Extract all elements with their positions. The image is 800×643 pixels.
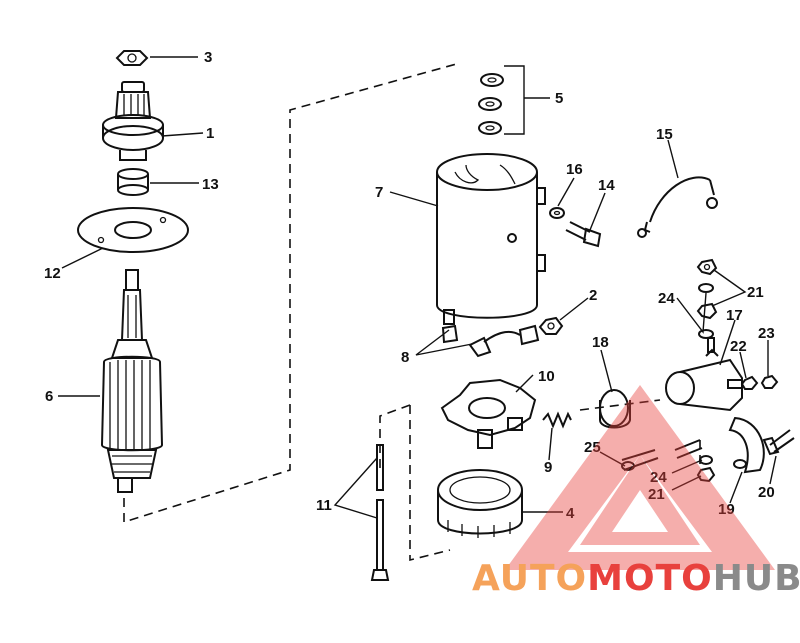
part-brushes-8 [441,324,540,358]
part-nut-21-mid [696,302,718,320]
part-nut-22 [740,375,759,390]
callout-13: 13 [202,176,219,193]
part-drive-pinion-1 [102,81,164,161]
part-bracket-19 [728,416,765,474]
callout-21-low: 21 [648,486,665,503]
callout-15: 15 [656,126,673,143]
callout-10: 10 [538,368,555,385]
part-nut-2 [538,316,564,335]
callout-16: 16 [566,161,583,178]
callout-23: 23 [758,325,775,342]
watermark-wordmark: AUTOMOTOHUB [472,558,800,599]
part-nut-21-top [696,258,718,276]
callout-8: 8 [401,349,409,366]
svg-text:AUTOMOTOHUB: AUTOMOTOHUB [472,558,800,599]
callout-21-top: 21 [747,284,764,301]
part-bushing-13 [117,168,149,196]
part-boot-18 [599,389,631,429]
part-bolt-20 [762,429,795,456]
part-washer-plate-12 [77,207,189,253]
watermark-auto: AUTO [472,558,587,599]
callout-5: 5 [555,90,563,107]
callout-20: 20 [758,484,775,501]
callout-4: 4 [566,505,575,522]
callout-17: 17 [726,307,743,324]
part-terminal-25 [621,439,703,471]
callout-11: 11 [316,497,332,514]
part-washer-24-top [698,283,714,293]
callout-25: 25 [584,439,601,456]
part-washers-5 [478,65,550,135]
part-end-cap-4 [437,469,523,538]
callout-7: 7 [375,184,383,201]
assembly-guide-lines [123,62,701,562]
callout-3: 3 [204,49,212,66]
part-washer-24-mid [698,329,714,339]
callout-labels: 1 3 13 12 6 5 7 16 14 15 2 8 10 9 4 11 1… [44,49,775,522]
part-bolt-14 [565,221,602,248]
callout-9: 9 [544,459,552,476]
leader-lines [58,56,777,519]
part-spring-9 [542,411,572,429]
callout-24-top: 24 [658,290,675,307]
callout-14: 14 [598,177,615,194]
part-through-bolts-11 [370,444,390,581]
part-washer-24-low [699,455,713,465]
callout-12: 12 [44,265,61,282]
callout-22: 22 [730,338,747,355]
watermark-logo [505,385,775,570]
callout-19: 19 [718,501,735,518]
callout-24-low: 24 [650,469,667,486]
part-washer-16 [549,207,565,219]
watermark-triangle-icon [505,385,775,570]
watermark-moto: MOTO [587,558,713,599]
part-cable-15 [637,176,718,238]
watermark-hub: HUB [713,558,800,599]
callout-6: 6 [45,388,53,405]
part-armature-6 [100,269,164,493]
callout-18: 18 [592,334,609,351]
part-brush-plate-10 [440,378,537,449]
part-nut-23 [760,374,779,389]
part-nut-3 [115,50,149,66]
part-frame-housing-7 [436,153,546,325]
callout-1: 1 [206,125,214,142]
callout-2: 2 [589,287,597,304]
part-nut-21-low [696,466,716,483]
watermark-triangle-inner-icon [580,455,700,545]
